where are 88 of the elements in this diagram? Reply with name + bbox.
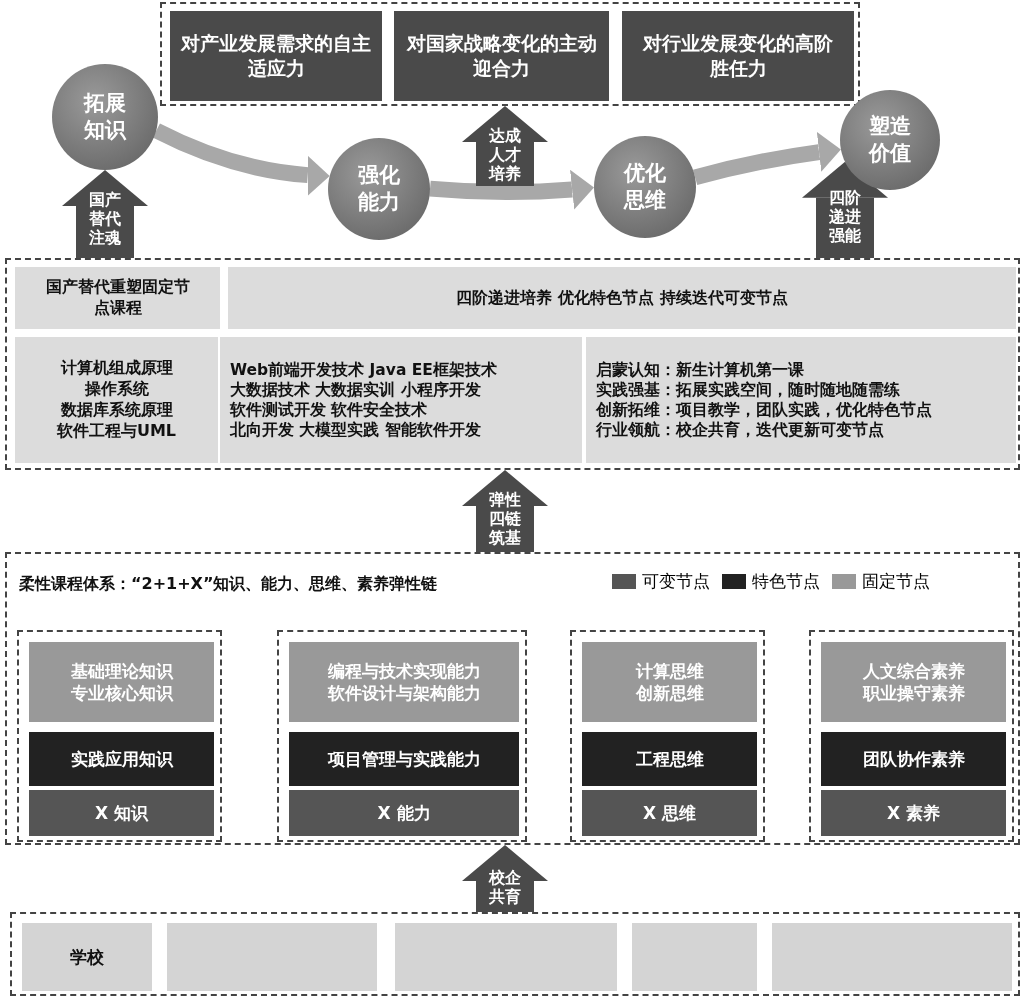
partner-box xyxy=(632,923,757,991)
box-label: X 知识 xyxy=(95,801,148,825)
arrow-label: 达成人才培养 xyxy=(487,126,522,184)
stage-box xyxy=(586,337,1016,463)
box-label: 软件测试开发 软件安全技术 xyxy=(229,400,428,421)
box-label: 计算机组成原理 xyxy=(60,358,173,380)
block-arrow xyxy=(462,470,548,552)
dashed-frame xyxy=(277,630,527,842)
dashed-frame xyxy=(10,912,1020,996)
box-label: Web前端开发技术 Java EE框架技术 xyxy=(229,359,497,380)
legend-label: 特色节点 xyxy=(752,570,820,593)
box-label: 对国家战略变化的主动迎合力 xyxy=(406,31,597,81)
box-label: 操作系统 xyxy=(84,379,149,400)
box-label: 基础理论知识 xyxy=(70,659,173,682)
circle-label: 拓展知识 xyxy=(82,89,127,144)
box-label: 数据库系统原理 xyxy=(60,400,173,421)
feature-node-box xyxy=(289,732,519,786)
feature-node-box xyxy=(582,732,757,786)
arrow-label: 校企共育 xyxy=(487,868,522,907)
dashed-frame xyxy=(5,258,1020,470)
box-label: 创新思维 xyxy=(635,682,704,705)
heading-band xyxy=(15,267,220,329)
variable-node-box xyxy=(289,790,519,836)
arrow-label: 弹性四链筑基 xyxy=(488,490,522,548)
box-label: 国产替代重塑固定节点课程 xyxy=(44,277,191,319)
box-label: 四阶递进培养 优化特色节点 持续迭代可变节点 xyxy=(456,287,788,309)
goal-box xyxy=(394,11,609,101)
frame-title: 柔性课程体系：“2+1+X”知识、能力、思维、素养弹性链 xyxy=(19,574,438,595)
box-label: 学校 xyxy=(70,945,104,969)
box-label: 创新拓维：项目教学，团队实践，优化特色节点 xyxy=(595,400,932,421)
box-label: 软件工程与UML xyxy=(56,420,177,442)
variable-node-box xyxy=(821,790,1006,836)
box-label: 大数据技术 大数据实训 小程序开发 xyxy=(229,379,481,400)
legend-label: 固定节点 xyxy=(862,570,930,593)
dashed-frame xyxy=(160,2,860,106)
feature-node-box xyxy=(29,732,214,786)
fixed-node-box xyxy=(29,642,214,722)
box-label: 项目管理与实践能力 xyxy=(327,747,481,771)
fixed-node-box xyxy=(289,642,519,722)
box-label: 编程与技术实现能力 xyxy=(327,659,481,682)
goal-box xyxy=(622,11,854,101)
curved-arrow xyxy=(693,132,842,186)
box-label: 实践应用知识 xyxy=(70,747,173,771)
circle-label: 强化能力 xyxy=(357,161,401,216)
heading-band xyxy=(228,267,1016,329)
variable-node-box xyxy=(582,790,757,836)
box-label: 实践强基：拓展实践空间，随时随地随需练 xyxy=(595,379,900,400)
box-label: 专业核心知识 xyxy=(70,682,173,705)
partner-box xyxy=(22,923,152,991)
box-label: 对行业发展变化的高阶胜任力 xyxy=(643,31,833,81)
curved-arrow xyxy=(429,169,595,210)
dashed-frame xyxy=(809,630,1014,842)
fixed-node-box xyxy=(582,642,757,722)
fixed-node-box xyxy=(821,642,1006,722)
box-label: 团队协作素养 xyxy=(862,747,965,771)
box-label: X 能力 xyxy=(377,801,431,825)
box-label: X 思维 xyxy=(643,801,696,825)
dashed-frame xyxy=(17,630,222,842)
block-arrow xyxy=(462,845,548,912)
block-arrow xyxy=(462,106,548,186)
curved-arrow xyxy=(152,123,330,196)
box-label: 行业领航：校企共育，迭代更新可变节点 xyxy=(595,420,884,441)
block-arrow xyxy=(802,161,888,258)
goal-box xyxy=(170,11,382,101)
box-label: 软件设计与架构能力 xyxy=(327,682,481,705)
feature-node-box xyxy=(821,732,1006,786)
box-label: 北向开发 大模型实践 智能软件开发 xyxy=(229,420,481,441)
box-label: 工程思维 xyxy=(635,747,704,771)
box-label: 对产业发展需求的自主适应力 xyxy=(181,31,371,81)
block-arrow xyxy=(62,170,148,258)
box-label: 计算思维 xyxy=(635,659,704,682)
legend-label: 可变节点 xyxy=(642,570,710,593)
partner-box xyxy=(395,923,617,991)
partner-box xyxy=(167,923,377,991)
box-label: 人文综合素养 xyxy=(862,659,965,682)
course-box xyxy=(15,337,218,463)
box-label: 启蒙认知：新生计算机第一课 xyxy=(595,359,804,380)
dashed-frame xyxy=(5,552,1020,845)
box-label: X 素养 xyxy=(887,801,940,825)
arrow-label: 国产替代注魂 xyxy=(88,190,122,248)
arrow-label: 四阶递进强能 xyxy=(828,188,862,246)
circle-label: 塑造价值 xyxy=(867,112,912,167)
box-label: 职业操守素养 xyxy=(862,682,965,705)
partner-box xyxy=(772,923,1012,991)
variable-node-box xyxy=(29,790,214,836)
dashed-frame xyxy=(570,630,765,842)
circle-label: 优化思维 xyxy=(622,159,667,214)
course-box xyxy=(220,337,582,463)
